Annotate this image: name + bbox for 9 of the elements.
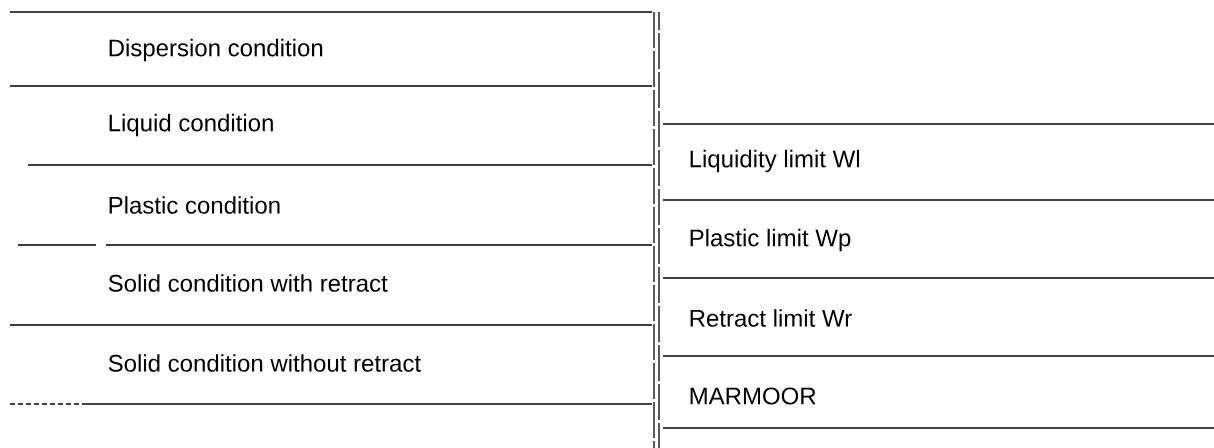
row-label: Dispersion condition (109, 38, 323, 62)
row-label: Solid condition with retract (108, 274, 388, 292)
row-label: Plastic condition (109, 196, 280, 214)
row-label: MARMOOR (690, 387, 816, 405)
row-label: Solid condition without retract (108, 354, 421, 372)
row-label: Liquidity limit Wl (690, 149, 860, 173)
row-label: Retract limit Wr (690, 309, 852, 327)
row-label: Liquid condition (109, 113, 273, 137)
row-label: Plastic limit Wp (690, 228, 851, 252)
